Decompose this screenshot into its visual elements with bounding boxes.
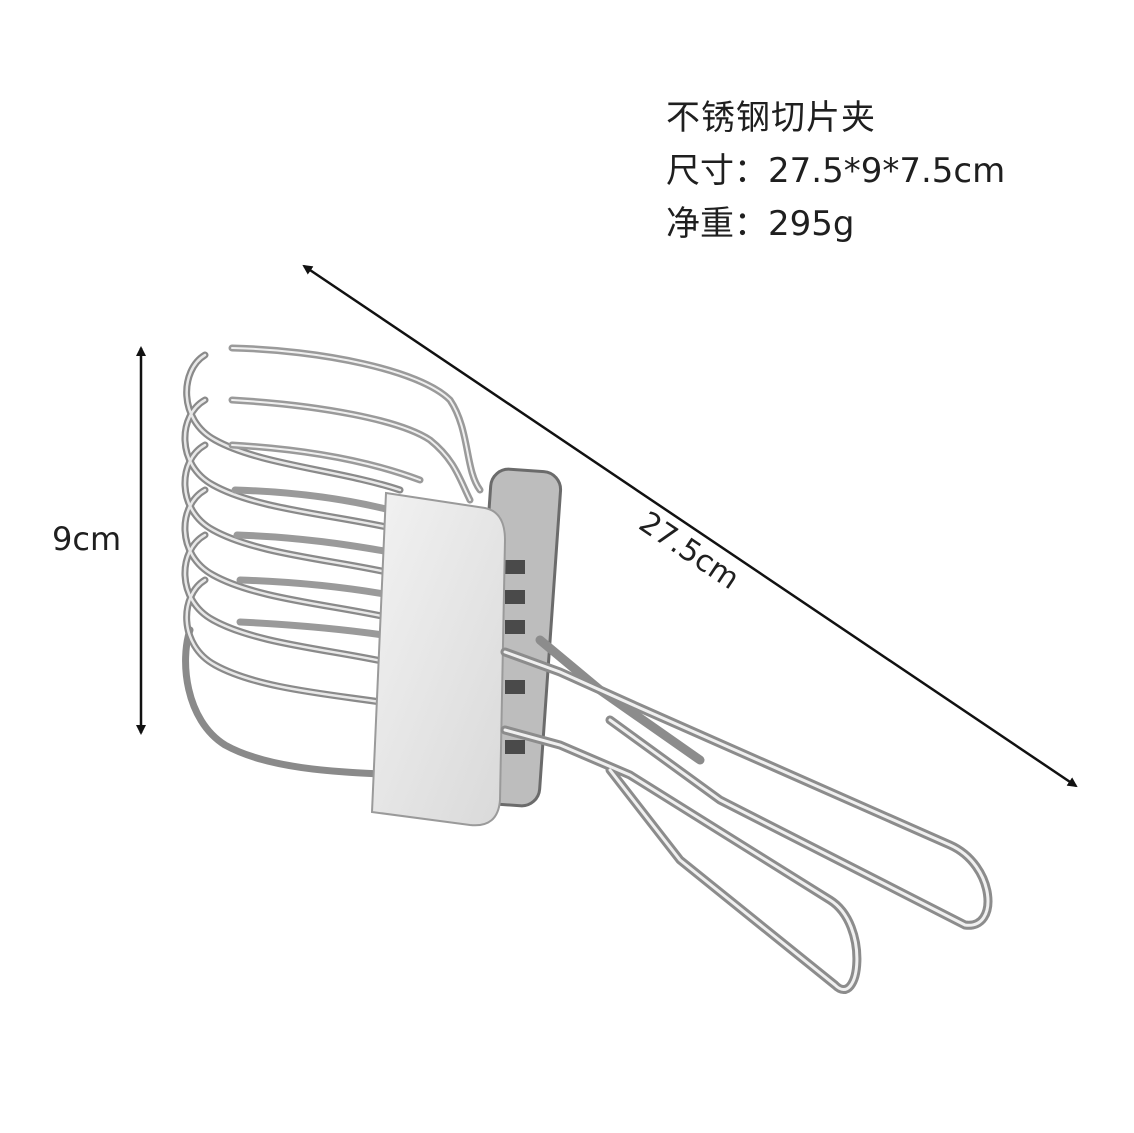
front-plate <box>370 491 507 827</box>
length-dimension-arrow <box>302 264 1078 788</box>
frame-slots <box>505 560 525 754</box>
slicer-wires <box>181 344 484 779</box>
product-size: 尺寸：27.5*9*7.5cm <box>666 151 1006 191</box>
product-weight: 净重：295g <box>666 204 855 244</box>
height-dimension-label: 9cm <box>52 520 122 558</box>
product-info: 不锈钢切片夹 尺寸：27.5*9*7.5cm 净重：295g <box>666 92 1005 251</box>
product-title: 不锈钢切片夹 <box>666 98 876 138</box>
tong-handles <box>500 635 993 994</box>
